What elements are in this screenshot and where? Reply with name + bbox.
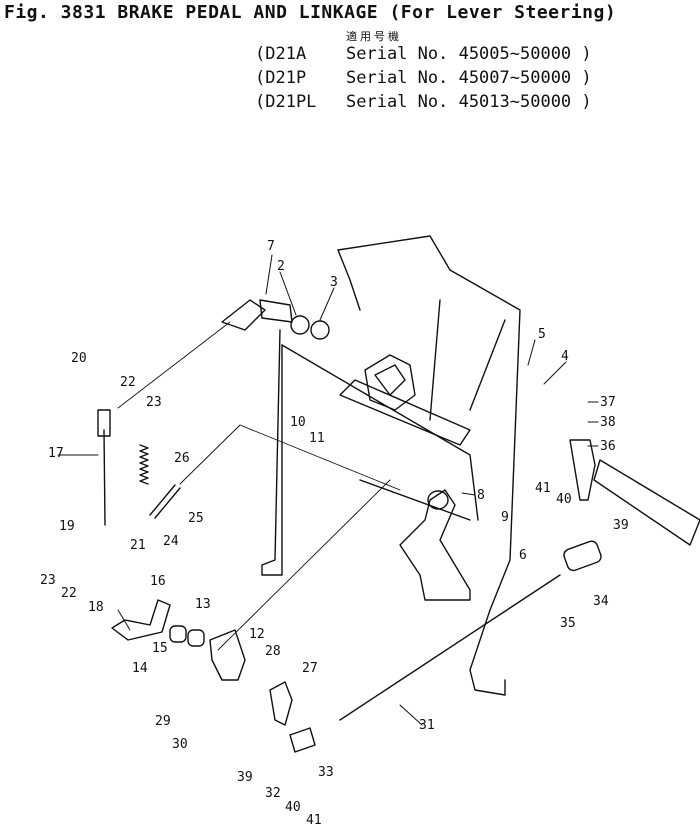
part-26-spring [139, 444, 149, 485]
part-17-rod [103, 429, 106, 526]
part-7-lever [221, 299, 293, 331]
callout-2: 2 [277, 259, 285, 274]
callout-5: 5 [538, 327, 546, 342]
callout-23a: 23 [146, 395, 162, 410]
callout-12: 12 [249, 627, 265, 642]
callout-23b: 23 [40, 573, 56, 588]
callout-38: 38 [600, 415, 616, 430]
part-17-clevis [97, 409, 111, 437]
model-d21pl: (D21PL [255, 92, 317, 112]
callout-16: 16 [150, 574, 166, 589]
callout-22a: 22 [120, 375, 136, 390]
part-36-shaft [593, 459, 700, 546]
callout-33: 33 [318, 765, 334, 780]
part-34-spring [563, 540, 602, 572]
callout-40b: 40 [285, 800, 301, 815]
callout-7: 7 [267, 239, 275, 254]
model-d21a: (D21A [255, 44, 307, 64]
callout-18: 18 [88, 600, 104, 615]
callout-37: 37 [600, 395, 616, 410]
callout-36: 36 [600, 439, 616, 454]
callout-22b: 22 [61, 586, 77, 601]
callout-14: 14 [132, 661, 148, 676]
callout-13: 13 [195, 597, 211, 612]
callout-27: 27 [302, 661, 318, 676]
serial-d21a: Serial No. 45005~50000 ) [346, 44, 592, 64]
callout-32: 32 [265, 786, 281, 801]
callout-31: 31 [419, 718, 435, 733]
frame-panel [261, 235, 521, 696]
callout-6: 6 [519, 548, 527, 563]
part-13-bushing-a [169, 625, 187, 643]
model-d21p: (D21P [255, 68, 307, 88]
callout-29: 29 [155, 714, 171, 729]
part-16-lever [111, 599, 171, 641]
leader-lines [57, 254, 599, 726]
callout-3: 3 [330, 275, 338, 290]
part-13-bushing-b [187, 629, 205, 647]
callout-30: 30 [172, 737, 188, 752]
callout-9: 9 [501, 510, 509, 525]
part-6-brake-pedal [399, 489, 471, 601]
callout-21: 21 [130, 538, 146, 553]
reference-lines [117, 321, 401, 651]
callout-28: 28 [265, 644, 281, 659]
callout-20: 20 [71, 351, 87, 366]
part-31-rod [339, 574, 561, 721]
part-2-bushing [290, 315, 310, 335]
callout-19: 19 [59, 519, 75, 534]
serial-d21p: Serial No. 45007~50000 ) [346, 68, 592, 88]
callout-35: 35 [560, 616, 576, 631]
callout-10: 10 [290, 415, 306, 430]
callout-24: 24 [163, 534, 179, 549]
part-6-pivot [427, 490, 449, 510]
callout-4: 4 [561, 349, 569, 364]
callout-41a: 41 [535, 481, 551, 496]
part-3-bushing [310, 320, 330, 340]
part-36-lever [569, 439, 596, 501]
callout-39b: 39 [237, 770, 253, 785]
callout-8: 8 [477, 488, 485, 503]
callout-40a: 40 [556, 492, 572, 507]
callout-39a: 39 [613, 518, 629, 533]
serial-d21pl: Serial No. 45013~50000 ) [346, 92, 592, 112]
figure-title: Fig. 3831 BRAKE PEDAL AND LINKAGE (For L… [4, 2, 617, 23]
part-24-bolt [149, 484, 181, 519]
callout-11: 11 [309, 431, 325, 446]
callout-25: 25 [188, 511, 204, 526]
part-12-lever [209, 629, 246, 681]
callout-15: 15 [152, 641, 168, 656]
part-32-clevis [289, 727, 316, 753]
callout-26: 26 [174, 451, 190, 466]
callout-41b: 41 [306, 813, 322, 828]
applicability-label: 適用号機 [346, 30, 402, 43]
callout-numbers: 7 2 3 5 4 20 22 23 26 10 11 17 25 24 19 … [40, 239, 629, 828]
callout-34: 34 [593, 594, 609, 609]
callout-17: 17 [48, 446, 64, 461]
pivot-bracket [339, 354, 471, 446]
part-27-link [269, 681, 293, 726]
